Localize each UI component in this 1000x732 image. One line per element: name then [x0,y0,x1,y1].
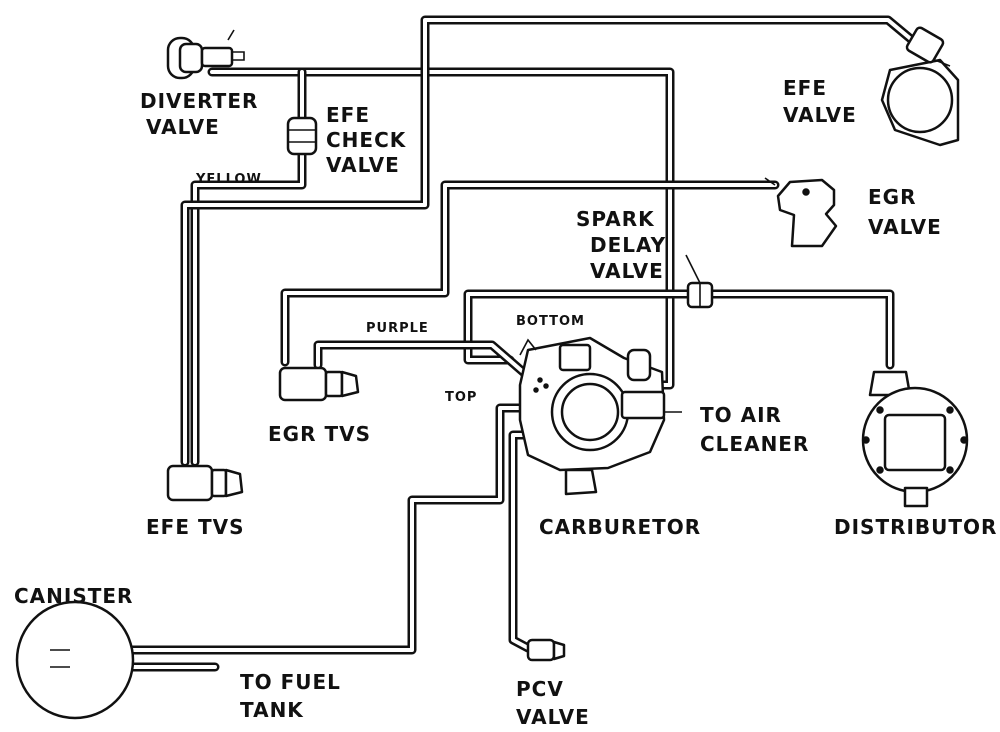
canister [15,600,135,720]
label-to-air-cleaner-line1: TO AIR [700,403,782,427]
label-spark-delay-valve-line3: VALVE [590,259,664,283]
label-yellow: YELLOW [195,172,262,187]
labels: DIVERTER VALVE EFE CHECK VALVE YELLOW EF… [14,76,997,729]
label-efe-valve-line2: VALVE [783,103,857,127]
hose-egr-valve-to-egr-tvs [280,180,780,367]
label-purple: PURPLE [366,321,429,336]
efe-check-valve [286,116,318,156]
spark-delay-valve [685,254,714,309]
label-spark-delay-valve-line1: SPARK [576,207,655,231]
label-distributor: DISTRIBUTOR [834,515,997,539]
hose-canister-to-carburetor [60,403,527,655]
vacuum-hoses [60,15,923,672]
efe-tvs [166,464,244,502]
label-pcv-valve-line1: PCV [516,677,564,701]
hose-efe-valve-to-efe-tvs [180,15,923,467]
label-spark-delay-valve-line2: DELAY [590,233,666,257]
pcv-valve [526,638,566,662]
hose-spark-delay-to-distributor [463,289,895,370]
efe-valve [880,26,960,147]
label-top: TOP [445,390,477,405]
label-efe-valve-line1: EFE [783,76,827,100]
egr-tvs [278,366,360,402]
distributor [861,370,969,508]
egr-valve [764,177,838,248]
label-efe-tvs: EFE TVS [146,515,244,539]
label-efe-check-valve-line2: CHECK [326,128,407,152]
diverter-valve [166,29,245,80]
label-egr-valve-line1: EGR [868,185,916,209]
label-diverter-valve-line2: VALVE [146,115,220,139]
label-egr-tvs: EGR TVS [268,422,371,446]
label-to-air-cleaner-line2: CLEANER [700,432,809,456]
label-pcv-valve-line2: VALVE [516,705,590,729]
hose-pcv-to-carburetor [508,430,533,653]
label-bottom: BOTTOM [516,314,585,329]
label-to-fuel-tank-line1: TO FUEL [240,670,341,694]
carburetor [518,336,682,496]
hose-egr-tvs-to-carburetor-purple [313,340,535,383]
label-diverter-valve-line1: DIVERTER [140,89,258,113]
label-canister: CANISTER [14,584,133,608]
label-efe-check-valve-line3: VALVE [326,153,400,177]
label-carburetor: CARBURETOR [539,515,701,539]
label-efe-check-valve-line1: EFE [326,103,370,127]
label-to-fuel-tank-line2: TANK [240,698,304,722]
label-egr-valve-line2: VALVE [868,215,942,239]
